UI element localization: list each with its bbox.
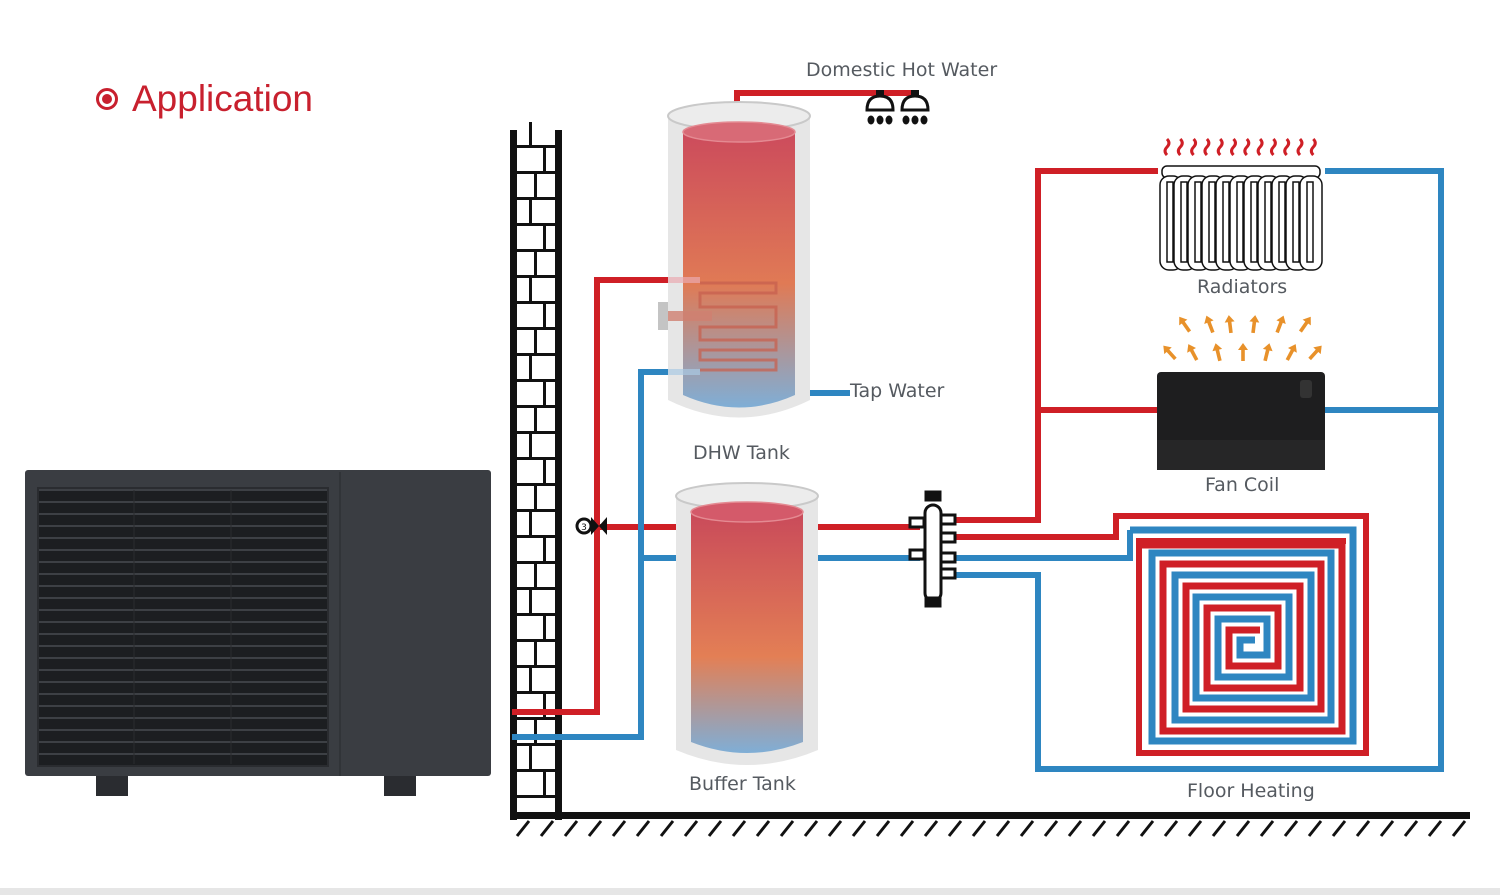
section-heading: Application bbox=[96, 80, 313, 117]
fan-coil-icon bbox=[1157, 372, 1325, 470]
heat-arrows bbox=[1163, 315, 1322, 362]
brick-wall-icon bbox=[510, 122, 562, 820]
label-fan-coil: Fan Coil bbox=[1205, 474, 1280, 496]
svg-text:3: 3 bbox=[581, 523, 587, 533]
radiator-icon bbox=[1159, 137, 1323, 271]
label-radiators: Radiators bbox=[1197, 276, 1288, 298]
three-way-valve-icon: 3 bbox=[575, 517, 607, 535]
manifold-icon bbox=[908, 490, 957, 608]
label-buffer-tank: Buffer Tank bbox=[689, 773, 796, 795]
bottom-divider bbox=[0, 888, 1500, 895]
floor-heating-spiral-icon bbox=[1130, 526, 1357, 745]
ground-hatch-icon bbox=[510, 812, 1470, 837]
section-title: Application bbox=[132, 78, 314, 119]
buffer-tank-icon bbox=[675, 482, 819, 765]
label-dhw-tank: DHW Tank bbox=[693, 442, 790, 464]
label-domestic-hot-water: Domestic Hot Water bbox=[806, 59, 998, 81]
heat-pump-unit-icon bbox=[25, 470, 491, 796]
target-bullet-icon bbox=[96, 87, 118, 110]
label-tap-water: Tap Water bbox=[850, 380, 945, 402]
shower-head-icon bbox=[865, 90, 930, 125]
dhw-tank-icon bbox=[658, 101, 811, 418]
label-floor-heating: Floor Heating bbox=[1187, 780, 1315, 802]
